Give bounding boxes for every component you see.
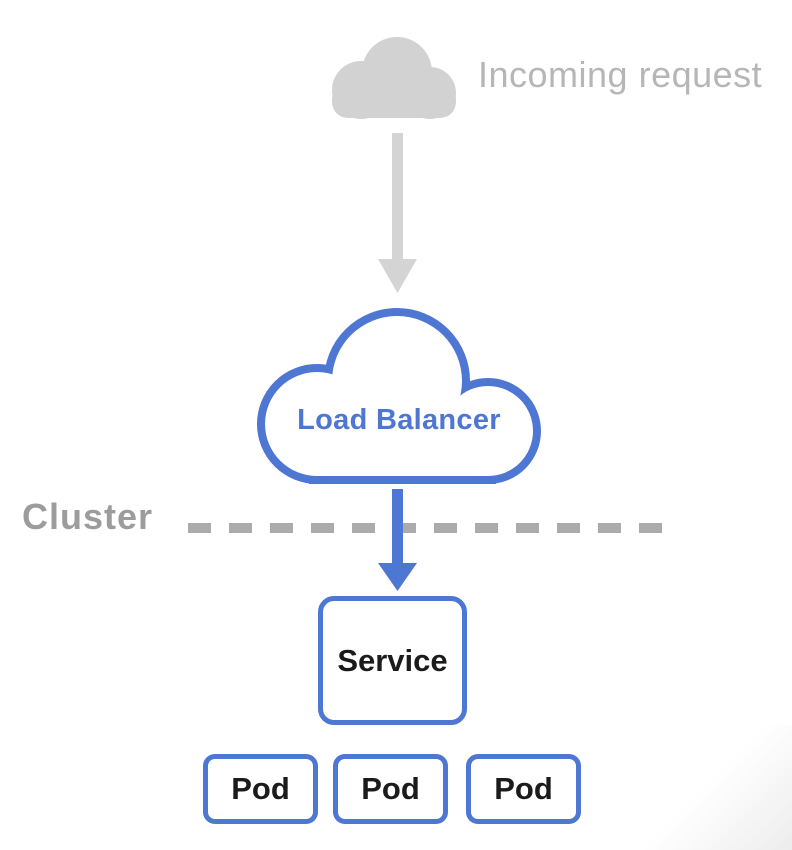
service-label: Service xyxy=(337,642,448,678)
pod-label: Pod xyxy=(494,771,553,806)
pod-box: Pod xyxy=(466,754,581,824)
incoming-cloud-icon xyxy=(332,37,456,119)
cluster-label: Cluster xyxy=(22,496,154,537)
pod-label: Pod xyxy=(361,771,420,806)
pod-box: Pod xyxy=(203,754,318,824)
pod-box: Pod xyxy=(333,754,448,824)
pod-label: Pod xyxy=(231,771,290,806)
incoming-down-arrow-icon xyxy=(378,133,417,293)
incoming-request-label: Incoming request xyxy=(478,54,763,95)
load-balancer-label: Load Balancer xyxy=(297,404,501,436)
service-down-arrow-icon xyxy=(378,489,417,591)
load-balancer-cloud-icon xyxy=(257,308,541,484)
service-box: Service xyxy=(318,596,467,725)
